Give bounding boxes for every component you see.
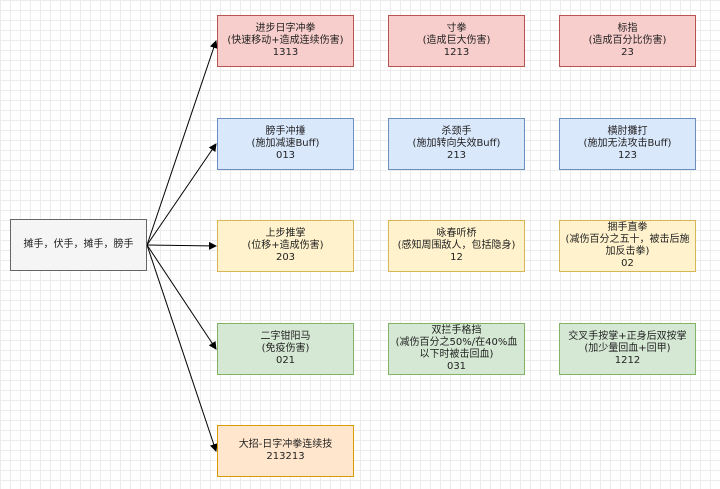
arrow xyxy=(146,244,217,350)
skill-desc: (施加减速Buff) xyxy=(251,138,320,149)
skill-code: 12 xyxy=(450,252,463,263)
skill-desc: (减伤百分之五十，被击后施加反击拳) xyxy=(565,234,690,257)
skill-title: 交叉手按掌+正身后双按掌 xyxy=(568,331,687,342)
skill-code: 1213 xyxy=(443,47,470,58)
skill-title: 标指 xyxy=(617,23,638,34)
root-node[interactable]: 摊手，伏手，摊手，膀手 xyxy=(10,219,147,271)
skill-code: 013 xyxy=(275,150,296,161)
skill-code: 021 xyxy=(275,355,296,366)
skill-code: 213213 xyxy=(266,451,305,462)
skill-title: 上步推掌 xyxy=(265,228,306,239)
skill-title: 捆手直拳 xyxy=(607,222,648,233)
skill-node[interactable]: 双拦手格挡(减伤百分之50%/在40%血以下时被击回血)031 xyxy=(388,323,525,375)
skill-title: 二字钳阳马 xyxy=(260,331,311,342)
skill-title: 横肘攤打 xyxy=(607,126,648,137)
skill-desc: (施加无法攻击Buff) xyxy=(583,138,672,149)
skill-title: 膀手冲捶 xyxy=(265,126,306,137)
arrow xyxy=(146,40,218,246)
skill-title: 进步日字冲拳 xyxy=(255,23,316,34)
skill-code: 23 xyxy=(621,47,634,58)
skill-node[interactable]: 咏春听桥(感知周围敌人，包括隐身)12 xyxy=(388,220,525,272)
skill-code: 1313 xyxy=(272,47,299,58)
skill-node[interactable]: 标指(造成百分比伤害)23 xyxy=(559,15,696,67)
skill-code: 031 xyxy=(446,361,467,372)
skill-code: 02 xyxy=(621,258,634,269)
skill-node[interactable]: 二字钳阳马(免疫伤害)021 xyxy=(217,323,354,375)
skill-title: 杀颈手 xyxy=(441,126,472,137)
skill-code: 1212 xyxy=(614,355,641,366)
skill-node[interactable]: 进步日字冲拳(快速移动+造成连续伤害)1313 xyxy=(217,15,354,67)
skill-title: 寸拳 xyxy=(446,23,467,34)
skill-desc: (造成巨大伤害) xyxy=(422,35,491,46)
skill-desc: (快速移动+造成连续伤害) xyxy=(227,35,344,46)
skill-node[interactable]: 杀颈手(施加转向失效Buff)213 xyxy=(388,118,525,170)
skill-node[interactable]: 寸拳(造成巨大伤害)1213 xyxy=(388,15,525,67)
skill-code: 213 xyxy=(446,150,467,161)
skill-title: 双拦手格挡 xyxy=(431,325,482,336)
skill-code: 203 xyxy=(275,252,296,263)
arrow xyxy=(146,244,218,452)
skill-node[interactable]: 交叉手按掌+正身后双按掌(加少量回血+回甲)1212 xyxy=(559,323,696,375)
skill-code: 123 xyxy=(617,150,638,161)
skill-desc: (位移+造成伤害) xyxy=(247,240,324,251)
skill-node[interactable]: 膀手冲捶(施加减速Buff)013 xyxy=(217,118,354,170)
skill-node[interactable]: 捆手直拳(减伤百分之五十，被击后施加反击拳)02 xyxy=(559,220,696,272)
skill-title: 大招-日字冲拳连续技 xyxy=(238,439,333,450)
skill-desc: (造成百分比伤害) xyxy=(588,35,667,46)
skill-desc: (施加转向失效Buff) xyxy=(412,138,501,149)
arrow xyxy=(146,241,217,250)
skill-desc: (加少量回血+回甲) xyxy=(584,343,671,354)
skill-desc: (感知周围敌人，包括隐身) xyxy=(397,240,516,251)
root-label: 摊手，伏手，摊手，膀手 xyxy=(23,239,134,250)
skill-node[interactable]: 横肘攤打(施加无法攻击Buff)123 xyxy=(559,118,696,170)
skill-desc: (减伤百分之50%/在40%血以下时被击回血) xyxy=(395,337,518,360)
skill-node[interactable]: 上步推掌(位移+造成伤害)203 xyxy=(217,220,354,272)
skill-title: 咏春听桥 xyxy=(436,228,477,239)
skill-desc: (免疫伤害) xyxy=(261,343,310,354)
arrow xyxy=(146,143,217,246)
